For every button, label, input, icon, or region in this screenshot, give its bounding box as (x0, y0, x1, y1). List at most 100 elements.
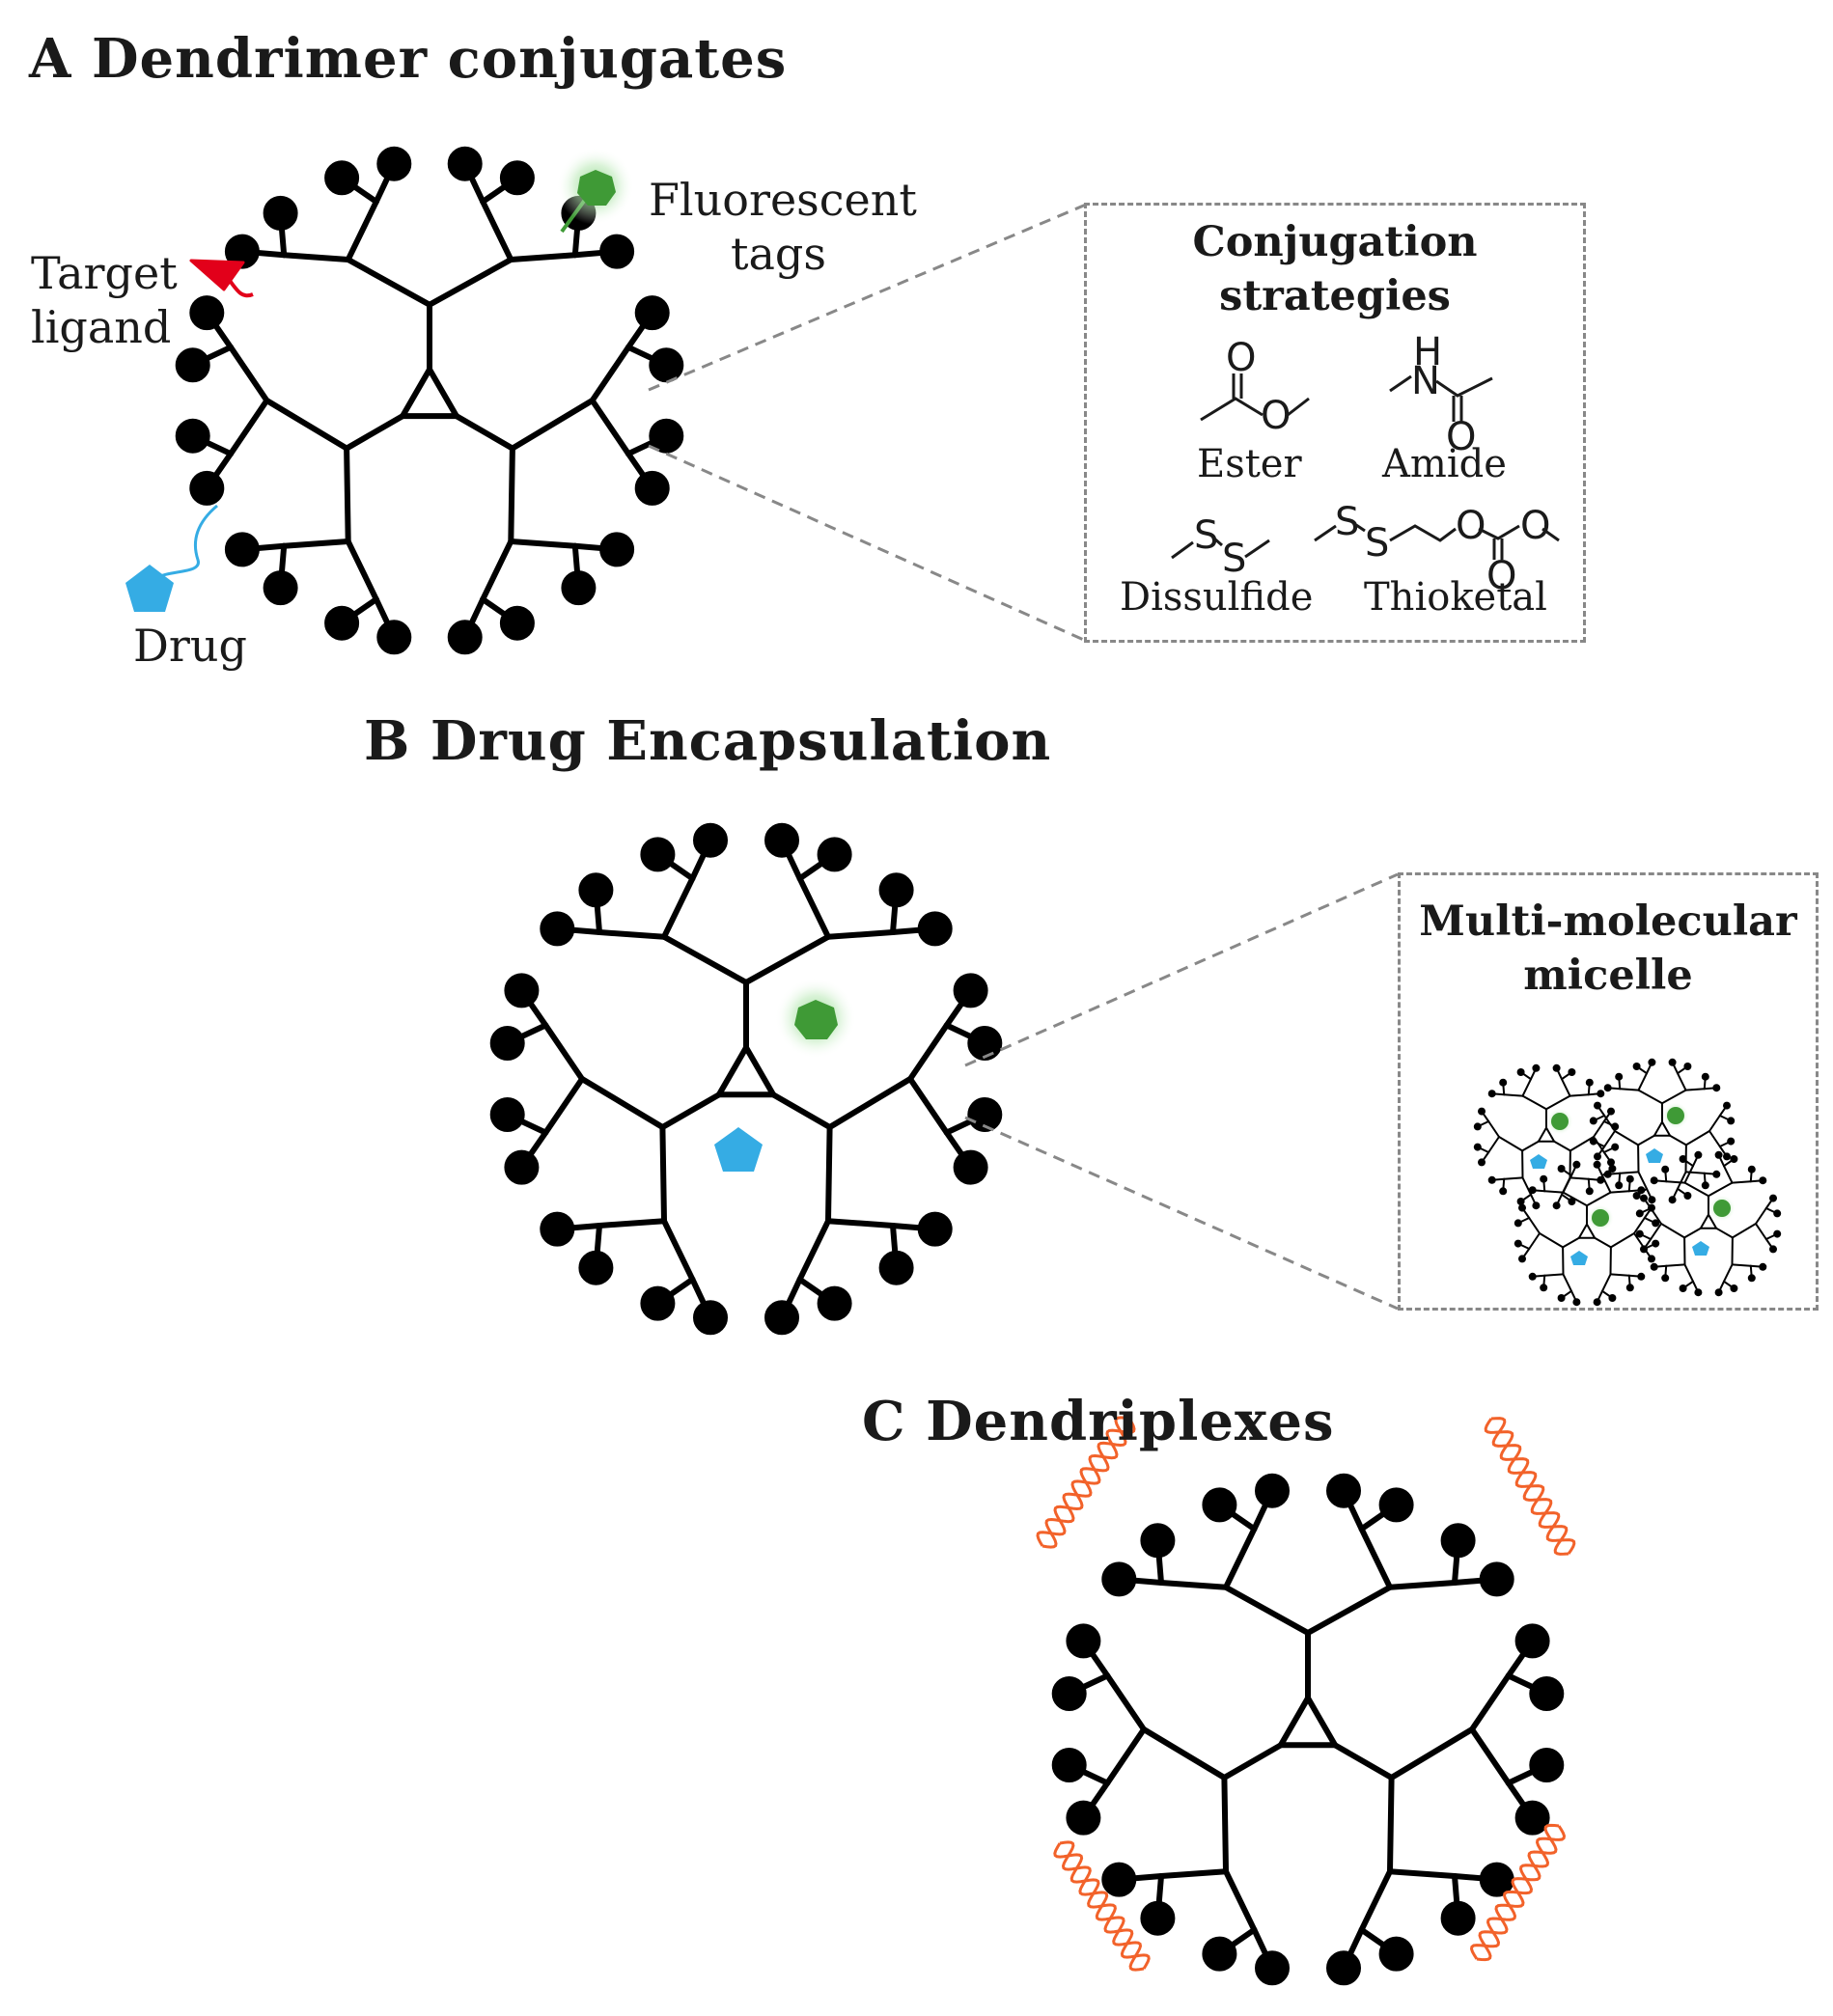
terminal-group (1640, 1245, 1648, 1254)
terminal-group (1640, 1194, 1648, 1202)
terminal-group (764, 1300, 799, 1336)
terminal-group (1615, 1072, 1624, 1081)
terminal-group (1552, 1063, 1561, 1072)
terminal-group (1608, 1294, 1617, 1302)
terminal-group (1540, 1174, 1548, 1183)
thioketal-o1: O (1456, 504, 1486, 548)
terminal-group (1518, 1255, 1526, 1263)
terminal-group (1608, 1165, 1617, 1173)
terminal-group (175, 347, 210, 383)
terminal-group (599, 532, 635, 567)
dendrimer-c (1051, 1473, 1565, 1986)
target-ligand-label-2: ligand (31, 301, 172, 353)
micelle-title-1: Multi-molecular (1419, 898, 1797, 946)
chem-structures (1171, 373, 1560, 560)
terminal-group (1585, 1187, 1594, 1196)
terminal-group (1479, 1561, 1514, 1597)
dna-helix-icon (1036, 1416, 1136, 1549)
terminal-group (1679, 1284, 1687, 1292)
terminal-group (599, 234, 635, 269)
terminal-group (1514, 1800, 1550, 1836)
terminal-group (1514, 1219, 1522, 1228)
terminal-group (1648, 1255, 1655, 1263)
terminal-group (1635, 1229, 1644, 1238)
terminal-group (1625, 1174, 1634, 1183)
terminal-group (1603, 1084, 1612, 1092)
terminal-group (1473, 1143, 1482, 1151)
terminal-group (1668, 1196, 1677, 1204)
conjugation-strategies-box (1084, 203, 1586, 643)
terminal-group (1589, 1117, 1597, 1125)
terminal-group (1637, 1186, 1646, 1195)
mini-fluorescent-icon (1551, 1113, 1569, 1130)
terminal-group (1625, 1284, 1634, 1292)
dna-helix-icon (1469, 1823, 1567, 1962)
terminal-group (817, 837, 852, 872)
terminal-group (1540, 1284, 1548, 1292)
terminal-group (1529, 1676, 1565, 1711)
terminal-group (1440, 1900, 1476, 1936)
dna-helix-icons (1036, 1416, 1576, 1972)
terminal-group (324, 605, 360, 641)
terminal-group (1650, 1176, 1658, 1185)
terminal-group (1712, 1084, 1721, 1092)
terminal-group (1516, 1198, 1525, 1205)
terminal-group (1668, 1058, 1677, 1066)
terminal-group (1557, 1165, 1566, 1173)
terminal-group (1568, 1068, 1576, 1076)
terminal-group (1557, 1294, 1566, 1302)
terminal-group (1701, 1072, 1709, 1081)
micelle-cluster (1473, 1058, 1782, 1307)
terminal-group (1611, 1143, 1620, 1151)
amide-carbonyl-o: O (1446, 415, 1477, 459)
terminal-group (1101, 1862, 1137, 1897)
drug-label: Drug (133, 620, 247, 672)
terminal-group (540, 911, 575, 947)
terminal-group (1478, 1107, 1486, 1116)
terminal-group (1635, 1209, 1644, 1218)
micelle-title-2: micelle (1523, 952, 1693, 1000)
terminal-group (1051, 1676, 1087, 1711)
mini-dendrimer (1635, 1150, 1782, 1297)
terminal-group (1769, 1245, 1777, 1254)
bond-amide: Amide (1382, 442, 1507, 486)
terminal-group (1712, 1170, 1721, 1178)
terminal-group (878, 1250, 914, 1285)
terminal-group (376, 620, 412, 655)
terminal-group (1773, 1209, 1782, 1218)
terminal-group (1378, 1487, 1414, 1523)
conjugation-title-1: Conjugation (1192, 218, 1478, 266)
terminal-group (1661, 1165, 1670, 1174)
terminal-group (1140, 1523, 1176, 1559)
terminal-group (693, 1300, 728, 1336)
mini-drug-icon (1692, 1241, 1709, 1256)
mini-dendrimer (1514, 1160, 1660, 1307)
mini-fluorescent-icon (1667, 1107, 1684, 1124)
micelle-box (1398, 872, 1819, 1311)
terminal-group (1652, 1239, 1660, 1248)
terminal-group (764, 822, 799, 858)
panel-b-title: B Drug Encapsulation (364, 709, 1052, 773)
terminal-group (1759, 1176, 1767, 1185)
terminal-group (499, 160, 535, 196)
terminal-group (376, 146, 412, 181)
terminal-group (1499, 1078, 1508, 1087)
terminal-group (175, 418, 210, 454)
terminal-group (540, 1211, 575, 1247)
terminal-group (499, 605, 535, 641)
terminal-group (447, 620, 483, 655)
terminal-group (1514, 1623, 1550, 1659)
terminal-group (1202, 1487, 1237, 1523)
terminal-group (1202, 1936, 1237, 1972)
terminal-group (489, 1026, 525, 1061)
terminal-group (504, 1149, 540, 1185)
terminal-group (967, 1026, 1003, 1061)
terminal-group (1516, 1068, 1525, 1076)
terminal-group (263, 195, 298, 231)
panel-a-title: A Dendrimer conjugates (29, 27, 788, 91)
terminal-group (1378, 1936, 1414, 1972)
terminal-group (1683, 1192, 1692, 1200)
amide-n: N (1411, 359, 1440, 403)
terminal-group (1568, 1198, 1576, 1205)
